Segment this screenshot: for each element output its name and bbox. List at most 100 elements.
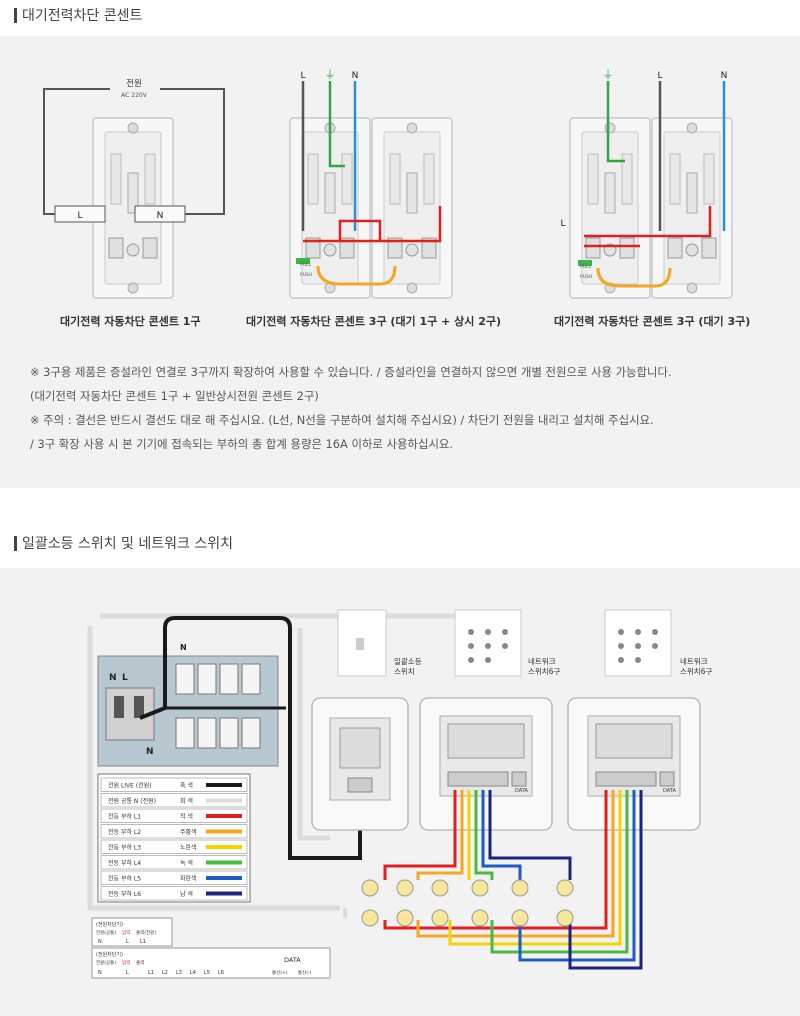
pull-led xyxy=(296,258,310,264)
wire-neutral-left xyxy=(87,626,340,911)
n-label: N xyxy=(352,71,359,81)
switch-wiring-diagram: N L N N 일괄소등 스위치 네트워크 스위치6구 네트워크 스위치6구 xyxy=(87,609,712,979)
legend-name: 전등 부하 L2 xyxy=(108,828,141,836)
power-sub-label: AC 220V xyxy=(121,92,148,99)
terminal-info-2: (전원차단기) 전원(공통) 입력 출력 N L L1 L2 L3 L4 L5 … xyxy=(91,947,331,979)
panel-n2-label: N xyxy=(146,747,154,757)
terminal2-title: (전원차단기) xyxy=(96,951,123,958)
device-label-3a: 네트워크 xyxy=(680,657,708,666)
legend-row-box xyxy=(100,855,248,870)
terminal1-label-2: 출력(전원) xyxy=(136,929,156,936)
wire-neutral-mid xyxy=(297,628,330,841)
device-label-2b: 스위치6구 xyxy=(528,667,560,676)
push-label: PUSH xyxy=(300,272,312,278)
legend-row-box xyxy=(100,808,248,823)
panel-n-top-label: N xyxy=(180,643,187,652)
switch-module-network-1 xyxy=(419,697,553,831)
device-label-2a: 네트워크 xyxy=(528,657,556,666)
legend-name: 전원 공통 N (전원) xyxy=(108,797,156,805)
terminal2-pin-3: L2 xyxy=(162,970,168,976)
wire-l xyxy=(43,88,110,215)
terminal2-pin-2: L1 xyxy=(148,970,154,976)
panel-n-label: N xyxy=(109,673,117,683)
load-wires xyxy=(343,790,643,970)
section-title: 대기전력차단 콘센트 xyxy=(22,8,143,24)
legend-color-name: 흑 색 xyxy=(180,782,193,790)
terminal2-data: DATA xyxy=(284,956,301,964)
legend-row-box xyxy=(100,886,248,901)
terminal1-label-1: 입력 xyxy=(122,929,130,936)
push-label: PUSH xyxy=(580,274,592,280)
legend-row-box xyxy=(100,777,248,792)
terminal2-pin-5: L4 xyxy=(190,970,196,976)
header-bar xyxy=(14,536,17,551)
ground-icon: ⏚ xyxy=(603,68,614,81)
legend-row-box xyxy=(100,870,248,885)
terminal2-label-0: 전원(공통) xyxy=(96,959,116,966)
legend-row-box xyxy=(100,824,248,839)
legend-name: 전등 부하 L6 xyxy=(108,890,141,898)
pull-label: PULL xyxy=(300,262,312,268)
note-line: / 3구 확장 사용 시 본 기기에 접속되는 부하의 총 합계 용량은 16A… xyxy=(30,437,454,451)
wire-orange-expansion xyxy=(316,265,397,286)
device-card-network-1 xyxy=(454,609,522,677)
legend-color-name: 노란색 xyxy=(180,844,197,852)
device-card-network-2 xyxy=(604,609,672,677)
installation-notes: ※ 3구용 제품은 증설라인 연결로 3구까지 확장하여 사용할 수 있습니다.… xyxy=(30,360,672,456)
terminal2-pin-0: N xyxy=(98,970,102,976)
caption-outlet-1: 대기전력 자동차단 콘센트 1구 xyxy=(60,315,201,328)
header-bar xyxy=(14,8,17,23)
device-label-3b: 스위치6구 xyxy=(680,667,712,676)
legend-name: 전등 부하 L1 xyxy=(108,813,141,821)
terminal2-pin-4: L3 xyxy=(176,970,182,976)
ground-icon: ⏚ xyxy=(325,68,336,81)
n-label: N xyxy=(721,71,728,81)
legend-color-name: 파란색 xyxy=(180,875,197,883)
terminal1-pin-2: L1 xyxy=(140,939,146,945)
terminal2-pin-6: L5 xyxy=(204,970,210,976)
wire-red-expansion xyxy=(584,206,712,238)
note-line: ※ 3구용 제품은 증설라인 연결로 3구까지 확장하여 사용할 수 있습니다.… xyxy=(30,365,672,379)
wire-ground xyxy=(606,81,625,163)
power-label: 전원 xyxy=(126,78,142,89)
legend-row: 전등 부하 L2 주황색 xyxy=(100,824,248,839)
legend-row-box xyxy=(100,793,248,808)
switch-module-all-off xyxy=(311,697,409,831)
n-label: N xyxy=(157,211,164,221)
terminal2-pin-1: L xyxy=(126,970,129,976)
legend-row: 전원 LIVE (전원) 흑 색 xyxy=(100,777,248,792)
legend-row: 전등 부하 L3 노란색 xyxy=(100,839,248,854)
terminal1-label-0: 전원(공통) xyxy=(96,929,116,936)
diagram-outlet-3-standby: PULL PUSH ⏚ L N L xyxy=(560,68,733,299)
left-l-label: L xyxy=(560,219,565,229)
terminal1-pin-0: N xyxy=(98,939,102,945)
legend-name: 전등 부하 L3 xyxy=(108,844,141,852)
legend-color-name: 주황색 xyxy=(180,828,197,836)
caption-outlet-3-mixed: 대기전력 자동차단 콘센트 3구 (대기 1구 + 상시 2구) xyxy=(246,315,502,328)
pull-label: PULL xyxy=(580,264,592,270)
wire-live xyxy=(139,616,362,860)
light-bulbs xyxy=(361,879,574,927)
pull-led xyxy=(578,260,592,266)
l-label: L xyxy=(300,71,305,81)
diagram-outlet-3-mixed: PULL PUSH L ⏚ N xyxy=(289,68,453,299)
wire-orange-expansion xyxy=(596,267,672,288)
terminal2-data-pin-1: 통신(-) xyxy=(298,969,312,976)
device-label-1a: 일괄소등 xyxy=(394,657,422,666)
terminal1-pin-1: L xyxy=(126,939,129,945)
terminal2-label-1: 입력 xyxy=(122,959,130,966)
section-header-switch: 일괄소등 스위치 및 네트워크 스위치 xyxy=(0,528,800,564)
wire-red-bridge xyxy=(338,219,382,241)
wire-ground xyxy=(328,81,345,168)
data-label-2: DATA xyxy=(663,788,676,794)
device-card-all-off xyxy=(337,609,387,677)
terminal-info-1: (전원차단기) 전원(공통) 입력 출력(전원) N L L1 xyxy=(91,917,173,947)
terminal1-title: (전원차단기) xyxy=(96,921,123,928)
legend-name: 전원 LIVE (전원) xyxy=(108,782,152,790)
l-label: L xyxy=(657,71,662,81)
legend-row-box xyxy=(100,839,248,854)
section-title: 일괄소등 스위치 및 네트워크 스위치 xyxy=(22,536,233,552)
